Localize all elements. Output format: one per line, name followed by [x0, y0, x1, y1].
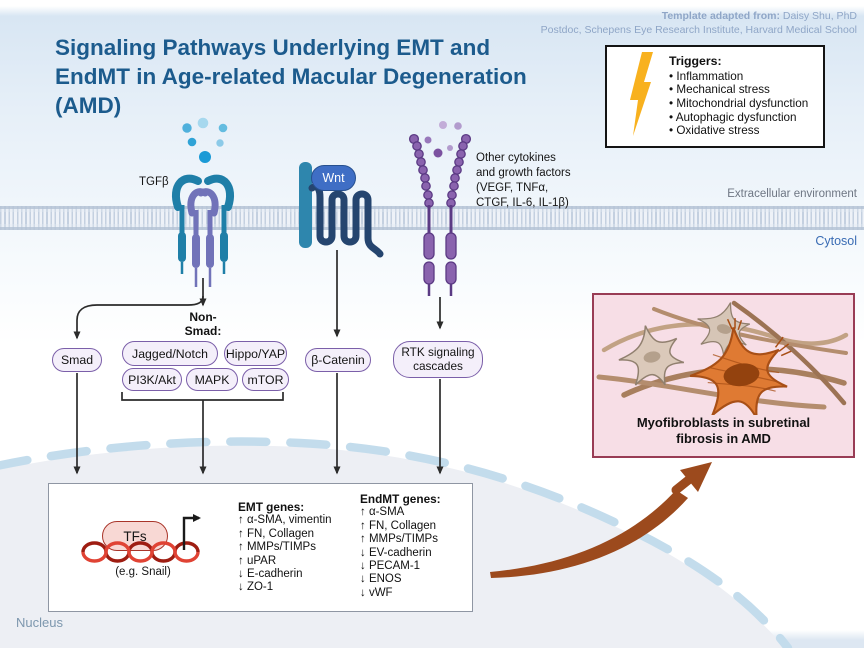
- endmt-genes-heading: EndMT genes:: [360, 492, 441, 506]
- triggers-heading: Triggers:: [669, 54, 722, 69]
- title-line: EndMT in Age-related Macular Degeneratio…: [55, 64, 527, 89]
- gene-item: ↓ ENOS: [360, 573, 402, 586]
- cytosol-label: Cytosol: [815, 234, 857, 248]
- gene-item: ↓ vWF: [360, 586, 393, 599]
- gene-item: ↓ EV-cadherin: [360, 546, 432, 559]
- wnt-ligand: Wnt: [311, 165, 356, 191]
- pathway-node-hippo-yap: Hippo/YAP: [224, 341, 287, 366]
- trigger-item: Autophagic dysfunction: [669, 111, 808, 125]
- pathway-node-beta-catenin: β-Catenin: [305, 348, 371, 372]
- fibrosis-outcome-arrow: [490, 462, 712, 578]
- trigger-item: Inflammation: [669, 70, 808, 84]
- page-title: Signaling Pathways Underlying EMT and En…: [55, 33, 575, 120]
- myofibroblast-cell: [689, 318, 792, 415]
- emt-genes-heading: EMT genes:: [238, 500, 305, 514]
- transcription-factors-pill: TFs: [102, 521, 168, 551]
- credit-label: Template adapted from:: [661, 10, 780, 22]
- gene-item: ↑ FN, Collagen: [360, 519, 437, 532]
- credit-affiliation: Postdoc, Schepens Eye Research Institute…: [540, 24, 857, 36]
- credit-note: Template adapted from: Daisy Shu, PhD Po…: [541, 9, 857, 37]
- pathway-node-jagged-notch: Jagged/Notch: [122, 341, 218, 366]
- collagen-fibers: [596, 300, 849, 410]
- gene-item: ↑ MMPs/TIMPs: [360, 533, 438, 546]
- tgfb-receptor: [172, 117, 234, 287]
- credit-name: Daisy Shu, PhD: [779, 10, 857, 22]
- gene-item: ↑ MMPs/TIMPs: [238, 541, 316, 554]
- fibroblast-cell: [618, 325, 685, 386]
- non-smad-bracket: [121, 392, 284, 401]
- gene-item: ↑ uPAR: [238, 554, 277, 567]
- myofibroblast-illustration: [596, 300, 849, 415]
- emt-genes-list: EMT genes: ↑ α-SMA, vimentin ↑ FN, Colla…: [238, 500, 332, 595]
- gene-item: ↓ PECAM-1: [360, 560, 421, 573]
- gene-item: ↑ α-SMA: [360, 506, 405, 519]
- pathway-node-pi3k-akt: PI3K/Akt: [122, 368, 182, 391]
- pathway-node-rtk: RTK signaling cascades: [393, 341, 483, 378]
- pathway-node-smad: Smad: [52, 348, 102, 372]
- gene-item: ↑ α-SMA, vimentin: [238, 514, 332, 527]
- lightning-bolt-icon: [627, 52, 653, 141]
- trigger-item: Mitochondrial dysfunction: [669, 97, 808, 111]
- triggers-box: Triggers: Inflammation Mechanical stress…: [605, 45, 825, 148]
- trigger-item: Mechanical stress: [669, 83, 808, 97]
- gene-item: ↑ FN, Collagen: [238, 527, 315, 540]
- gene-item: ↓ ZO-1: [238, 581, 274, 594]
- endmt-genes-list: EndMT genes: ↑ α-SMA ↑ FN, Collagen ↑ MM…: [360, 492, 441, 600]
- pathway-node-mapk: MAPK: [186, 368, 238, 391]
- title-line: (AMD): [55, 93, 122, 118]
- outcome-caption: Myofibroblasts in subretinal fibrosis in…: [636, 415, 811, 446]
- cytokines-label: Other cytokines and growth factors (VEGF…: [476, 152, 571, 209]
- tgfb-label: TGFβ: [139, 176, 169, 188]
- nucleus-gene-box: TFs (e.g. Snail) EMT genes: ↑ α-SMA, vim…: [48, 483, 473, 612]
- fibroblast-cell: [697, 302, 751, 356]
- trigger-item: Oxidative stress: [669, 124, 808, 138]
- triggers-list: Triggers: Inflammation Mechanical stress…: [669, 55, 808, 138]
- plasma-membrane: [0, 206, 864, 230]
- tfs-example-label: (e.g. Snail): [115, 566, 171, 578]
- title-line: Signaling Pathways Underlying EMT and: [55, 35, 491, 60]
- gene-item: ↓ E-cadherin: [238, 568, 303, 581]
- fibrosis-outcome-box: Myofibroblasts in subretinal fibrosis in…: [592, 293, 855, 458]
- non-smad-heading: Non-Smad:: [184, 310, 222, 338]
- nucleus-label: Nucleus: [16, 615, 63, 630]
- transcription-arrow: [182, 514, 201, 550]
- pathway-node-mtor: mTOR: [242, 368, 289, 391]
- extracellular-label: Extracellular environment: [727, 188, 857, 200]
